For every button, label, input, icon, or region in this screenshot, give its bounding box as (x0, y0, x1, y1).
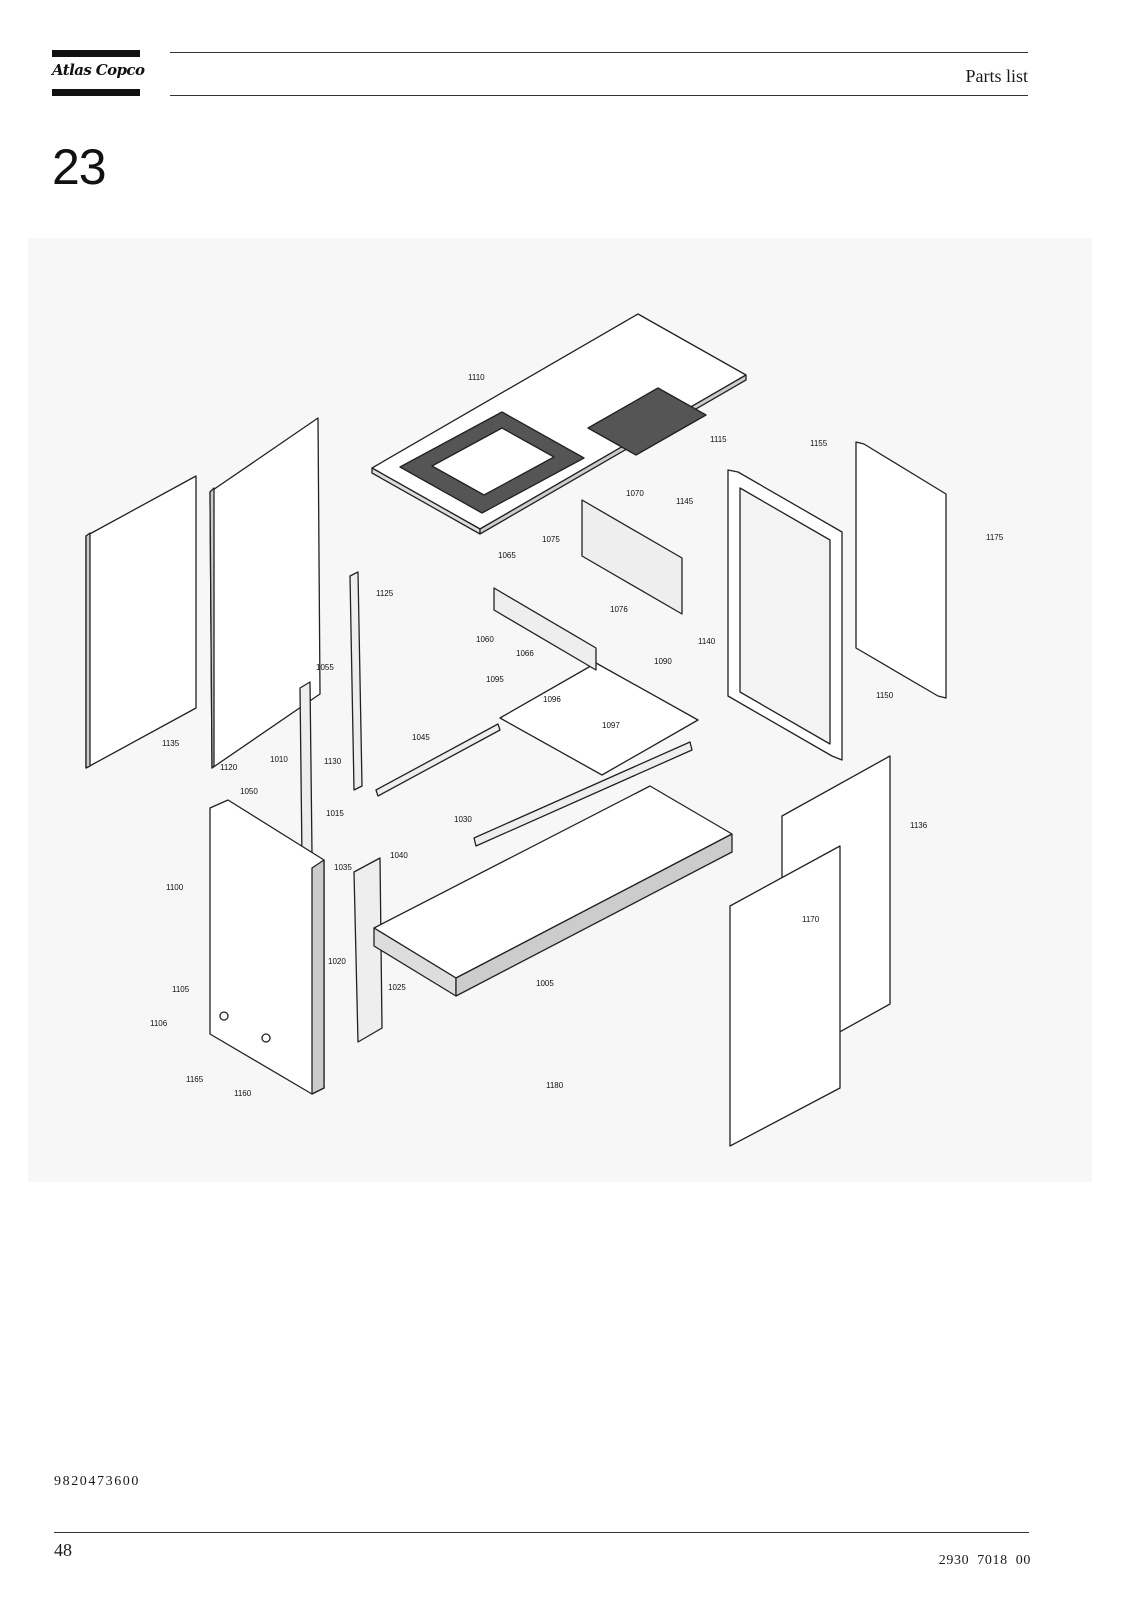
callout-label: 1165 (186, 1075, 204, 1084)
page-number: 48 (54, 1540, 72, 1560)
callout-label: 1120 (220, 763, 238, 772)
logo-wordmark: Atlas Copco (52, 61, 145, 79)
callout-label: 1075 (542, 535, 560, 544)
callout-label: 1145 (676, 497, 694, 506)
callout-label: 1130 (324, 757, 342, 766)
callout-label: 1010 (270, 755, 288, 764)
callout-label: 1100 (166, 883, 184, 892)
bracket-1060 (493, 587, 597, 671)
roof-grille-small (587, 387, 707, 456)
document-code: 2930 7018 00 (938, 1553, 1031, 1568)
callout-label: 1090 (654, 657, 672, 666)
callout-label: 1060 (476, 635, 494, 644)
callout-label: 1035 (334, 863, 352, 872)
callout-label: 1150 (876, 691, 894, 700)
callout-label: 1040 (390, 851, 408, 860)
pillar-1125 (349, 571, 363, 791)
rail-1045 (375, 723, 501, 797)
callout-label: 1055 (316, 663, 334, 672)
callout-label: 1097 (602, 721, 620, 730)
header-rule-bottom (170, 95, 1028, 96)
callout-label: 1155 (810, 439, 828, 448)
front-panel (729, 845, 841, 1147)
callout-label: 1025 (388, 983, 406, 992)
logo-bar-top (52, 50, 140, 57)
callout-label: 1020 (328, 957, 346, 966)
callout-label: 1170 (802, 915, 820, 924)
callout-label: 1095 (486, 675, 504, 684)
callout-label: 1045 (412, 733, 430, 742)
document-number: 9820473600 (54, 1474, 140, 1489)
callout-label: 1105 (172, 985, 190, 994)
exploded-view-svg: 1110 1115 1155 1070 1145 1175 1075 1065 … (85, 313, 1004, 1147)
callout-label: 1030 (454, 815, 472, 824)
callout-label: 1180 (546, 1081, 564, 1090)
callout-label: 1096 (543, 695, 561, 704)
exploded-view-drawing: 1110 1115 1155 1070 1145 1175 1075 1065 … (28, 238, 1092, 1182)
grille-door (855, 441, 947, 699)
side-panel-front (85, 475, 197, 769)
callout-label: 1140 (698, 637, 716, 646)
callout-label: 1110 (468, 373, 485, 382)
callout-label: 1070 (626, 489, 644, 498)
callout-labels: 1110 1115 1155 1070 1145 1175 1075 1065 … (150, 373, 1004, 1098)
pillar-1010 (299, 681, 313, 859)
callout-label: 1135 (162, 739, 180, 748)
footer-rule (54, 1532, 1029, 1533)
bracket-1070 (581, 499, 683, 615)
channel-1020 (353, 857, 383, 1043)
callout-label: 1050 (240, 787, 258, 796)
callout-label: 1076 (610, 605, 628, 614)
header-title: Parts list (965, 66, 1028, 86)
callout-label: 1065 (498, 551, 516, 560)
callout-label: 1066 (516, 649, 534, 658)
callout-label: 1175 (986, 533, 1004, 542)
base-frame (373, 785, 733, 979)
logo-bar-bottom (52, 89, 140, 96)
floor-plate (499, 662, 699, 776)
callout-label: 1005 (536, 979, 554, 988)
callout-label: 1106 (150, 1019, 168, 1028)
header-rule-top (170, 52, 1028, 53)
callout-label: 1136 (910, 821, 928, 830)
callout-label: 1160 (234, 1089, 252, 1098)
callout-label: 1115 (710, 435, 727, 444)
atlas-copco-logo: Atlas Copco (52, 50, 145, 96)
callout-label: 1015 (326, 809, 344, 818)
rail-1030 (473, 741, 693, 847)
section-number: 23 (52, 139, 107, 195)
roof-grille-inner (431, 427, 555, 496)
callout-label: 1125 (376, 589, 394, 598)
